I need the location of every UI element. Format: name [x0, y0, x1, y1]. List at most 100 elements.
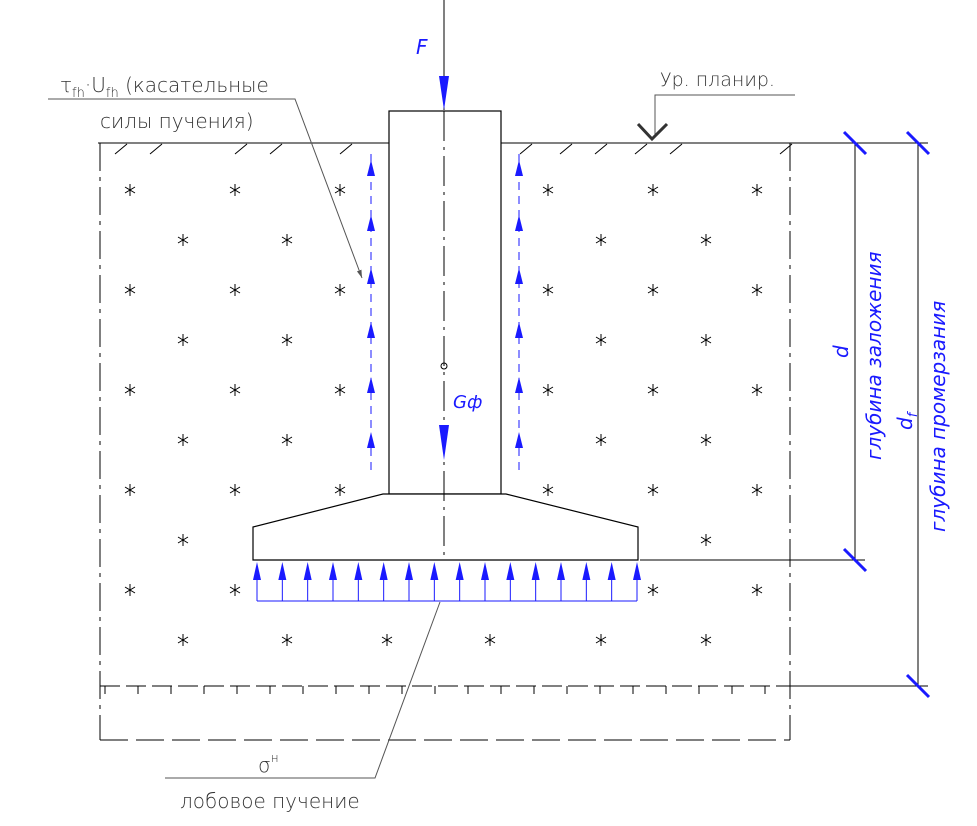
frozen-soil-asterisk [484, 634, 496, 646]
frozen-soil-asterisk [700, 234, 712, 246]
hatch-mark [634, 143, 648, 155]
asterisk-stroke [700, 636, 712, 644]
asterisk-stroke [647, 386, 659, 394]
tangent-force-arrowhead [367, 268, 375, 284]
asterisk-stroke [124, 586, 136, 594]
asterisk-stroke [334, 386, 346, 394]
tangent-force-arrowhead [367, 160, 375, 176]
weight-label: Gф [453, 392, 482, 413]
frozen-soil-asterisk [751, 384, 763, 396]
frozen-soil-asterisk [281, 434, 293, 446]
frozen-soil-asterisk [381, 634, 393, 646]
freezing-boundary-ticks [104, 686, 766, 694]
asterisk-stroke [177, 236, 189, 244]
asterisk-stroke [124, 386, 136, 394]
asterisk-stroke [177, 536, 189, 544]
frontal-force-arrowhead [633, 562, 641, 580]
frozen-soil-asterisk [542, 184, 554, 196]
frontal-force-arrowhead [405, 562, 413, 580]
frozen-soil-asterisk [542, 284, 554, 296]
dimension-ticks [842, 130, 931, 699]
asterisk-stroke [229, 586, 241, 594]
asterisk-stroke [281, 336, 293, 344]
tangent-force-arrowhead [515, 160, 523, 176]
asterisk-stroke [334, 286, 346, 294]
frontal-force-arrowhead [303, 562, 312, 580]
frozen-soil-asterisk [334, 284, 346, 296]
hatch-mark [234, 143, 248, 155]
asterisk-stroke [751, 586, 763, 594]
frozen-soil-asterisk [647, 584, 659, 596]
asterisk-stroke [334, 186, 346, 194]
hatch-mark [114, 143, 128, 155]
hatch-mark [594, 143, 608, 155]
frozen-soil-asterisk [177, 534, 189, 546]
asterisk-stroke [281, 236, 293, 244]
frozen-soil-asterisk [281, 334, 293, 346]
hatch-mark [559, 143, 573, 155]
frozen-soil-asterisk [751, 484, 763, 496]
frozen-soil-asterisk [647, 184, 659, 196]
asterisk-stroke [484, 636, 496, 644]
asterisk-stroke [595, 436, 607, 444]
frozen-soil-asterisk [281, 634, 293, 646]
frontal-force-arrowhead [531, 562, 540, 580]
depth-foundation-label: глубина заложения [862, 252, 886, 461]
ground-hatching [114, 143, 793, 155]
frozen-soil-asterisk [751, 584, 763, 596]
tangent-force-arrowhead [515, 377, 523, 393]
frontal-leader [165, 601, 441, 779]
frozen-soil-asterisk [229, 584, 241, 596]
hatch-mark [149, 143, 163, 155]
force-label: F [416, 35, 428, 59]
asterisk-stroke [700, 236, 712, 244]
tangent-force-arrowhead [367, 215, 375, 231]
frozen-soil-asterisk [700, 534, 712, 546]
asterisk-stroke [542, 186, 554, 194]
frozen-soil-asterisk [124, 584, 136, 596]
asterisk-stroke [124, 486, 136, 494]
asterisk-stroke [381, 636, 393, 644]
frozen-soil-asterisk [177, 434, 189, 446]
frozen-soil-asterisk [595, 634, 607, 646]
frozen-soil-asterisk [177, 634, 189, 646]
weight-arrowhead [439, 425, 449, 460]
frozen-soil-asterisk [595, 334, 607, 346]
frozen-soil-asterisk [700, 434, 712, 446]
soil-boundary [99, 143, 791, 741]
depth-d-label: d [829, 345, 853, 358]
asterisk-stroke [229, 386, 241, 394]
frozen-soil-asterisk [281, 234, 293, 246]
tangent-force-arrowhead [515, 432, 523, 448]
frozen-soil-asterisk [229, 484, 241, 496]
hatch-mark [339, 143, 353, 155]
frozen-soil-asterisk [751, 184, 763, 196]
frozen-soil-asterisk [647, 284, 659, 296]
asterisk-stroke [124, 186, 136, 194]
frozen-soil-asterisk [542, 484, 554, 496]
frozen-soil-asterisk [542, 384, 554, 396]
frontal-force-arrowhead [278, 562, 287, 580]
asterisk-stroke [281, 436, 293, 444]
frontal-force-arrowhead [481, 562, 489, 580]
asterisk-stroke [177, 636, 189, 644]
frozen-soil-asterisk [334, 384, 346, 396]
dimension-lines [640, 142, 928, 687]
frozen-soil-asterisk [124, 484, 136, 496]
asterisk-stroke [700, 336, 712, 344]
frozen-soil-asterisk [334, 484, 346, 496]
frontal-heave-forces [253, 562, 641, 602]
force-arrowhead [439, 76, 449, 110]
asterisk-stroke [700, 536, 712, 544]
frozen-soil-asterisk [124, 284, 136, 296]
hatch-mark [519, 143, 533, 155]
tangent-force-arrowhead [515, 322, 523, 338]
tangent-formula: τfh·Ufh (касательные [60, 73, 269, 101]
asterisk-stroke [177, 336, 189, 344]
foundation-slab [252, 493, 639, 561]
hatch-mark [669, 143, 683, 155]
planning-level-label: Ур. планир. [660, 69, 775, 91]
frontal-force-arrowhead [557, 562, 565, 580]
tangent-leader [48, 98, 363, 279]
frontal-force-arrowhead [430, 562, 439, 580]
